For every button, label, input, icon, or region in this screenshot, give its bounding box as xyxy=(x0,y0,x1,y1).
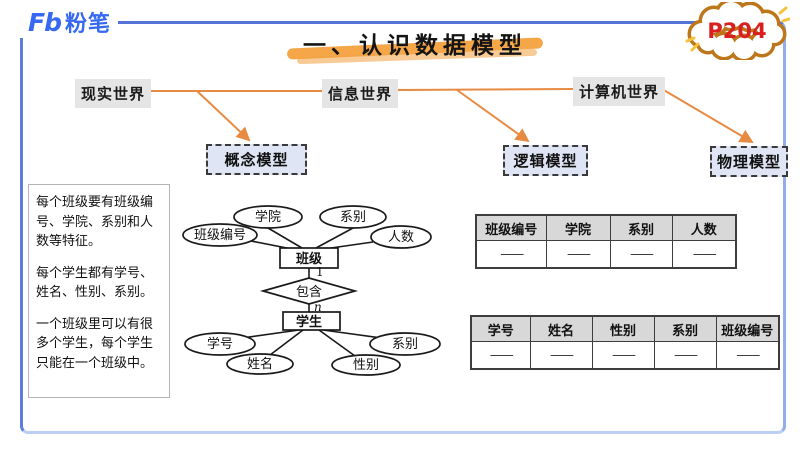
label-computer-world: 计算机世界 xyxy=(573,77,666,106)
er-attr-college xyxy=(233,205,303,229)
er-attr-dept-bottom-label: 系别 xyxy=(392,337,418,352)
column-header: 班级编号 xyxy=(475,214,547,241)
er-attr-dept-top xyxy=(319,205,387,229)
table-cell: —— xyxy=(653,341,717,370)
er-attr-student-id xyxy=(184,332,256,356)
column-header: 班级编号 xyxy=(715,315,780,342)
note-paragraph-3: 一个班级里可以有很多个学生，每个学生只能在一个班级中。 xyxy=(36,316,154,371)
page-number-badge: P204 xyxy=(685,2,790,60)
er-attr-dept-top-label: 系别 xyxy=(340,210,366,225)
page-number: P204 xyxy=(707,19,766,43)
er-attr-college-label: 学院 xyxy=(255,209,281,225)
slide-border xyxy=(20,21,786,434)
er-attr-dept-bottom xyxy=(369,332,441,356)
class-table-header-row: 班级编号 学院 系别 人数 xyxy=(475,214,737,241)
label-real-world: 现实世界 xyxy=(75,79,152,108)
column-header: 系别 xyxy=(653,315,717,342)
table-cell: —— xyxy=(715,341,780,370)
column-header: 学号 xyxy=(470,315,531,342)
er-cardinality-n: n xyxy=(314,300,322,314)
page-title: 一、认识数据模型 xyxy=(303,33,527,59)
box-physical-model: 物理模型 xyxy=(710,146,788,177)
er-attr-name xyxy=(226,353,294,375)
er-attr-student-id-label: 学号 xyxy=(207,336,233,352)
er-relation-label: 包含 xyxy=(296,284,322,300)
table-cell: —— xyxy=(609,240,673,269)
table-row: —— —— —— —— xyxy=(475,240,737,269)
table-cell: —— xyxy=(591,341,655,370)
table-cell: —— xyxy=(475,240,547,269)
title-block: 一、认识数据模型 xyxy=(286,26,544,65)
class-relation-table: 班级编号 学院 系别 人数 —— —— —— —— xyxy=(475,214,737,269)
er-diagram: 班级编号 学院 系别 人数 班级 包含 学生 学号 姓名 性别 系别 1 n xyxy=(182,205,441,376)
student-table-header-row: 学号 姓名 性别 系别 班级编号 xyxy=(470,315,780,342)
column-header: 学院 xyxy=(545,214,611,241)
er-entity-class-label: 班级 xyxy=(296,251,323,267)
fenbi-logo-text: 粉笔 xyxy=(64,12,111,37)
er-attr-count-label: 人数 xyxy=(388,230,414,245)
sparkle-icon xyxy=(685,6,790,52)
column-header: 性别 xyxy=(591,315,655,342)
er-attr-class-id-label: 班级编号 xyxy=(194,228,246,243)
table-cell: —— xyxy=(671,240,737,269)
column-header: 姓名 xyxy=(529,315,593,342)
er-entity-student xyxy=(282,311,341,331)
table-row: —— —— —— —— —— xyxy=(470,341,780,370)
er-cardinality-one: 1 xyxy=(316,265,324,279)
table-cell: —— xyxy=(470,341,531,370)
fenbi-logo: Fb 粉笔 xyxy=(28,6,111,38)
er-attr-gender-label: 性别 xyxy=(353,358,379,373)
table-cell: —— xyxy=(545,240,611,269)
er-entity-student-label: 学生 xyxy=(296,314,322,330)
label-information-world: 信息世界 xyxy=(322,79,399,108)
note-paragraph-2: 每个学生都有学号、姓名、性别、系别。 xyxy=(36,265,154,301)
er-attr-gender xyxy=(331,354,401,376)
er-attr-name-label: 姓名 xyxy=(247,356,273,372)
table-cell: —— xyxy=(529,341,593,370)
fenbi-logo-icon: Fb xyxy=(28,7,62,37)
box-logic-model: 逻辑模型 xyxy=(503,145,588,176)
logo-background xyxy=(6,0,118,38)
column-header: 系别 xyxy=(609,214,673,241)
column-header: 人数 xyxy=(671,214,737,241)
er-attr-count xyxy=(370,225,432,249)
description-box: 每个班级要有班级编号、学院、系别和人数等特征。 每个学生都有学号、姓名、性别、系… xyxy=(28,184,170,398)
student-relation-table: 学号 姓名 性别 系别 班级编号 —— —— —— —— —— xyxy=(470,315,780,370)
er-relation-diamond xyxy=(259,277,359,305)
box-concept-model: 概念模型 xyxy=(206,144,307,175)
note-paragraph-1: 每个班级要有班级编号、学院、系别和人数等特征。 xyxy=(36,195,154,249)
er-entity-class xyxy=(279,247,339,269)
er-attr-class-id xyxy=(182,223,258,247)
cloud-outline xyxy=(687,2,787,60)
